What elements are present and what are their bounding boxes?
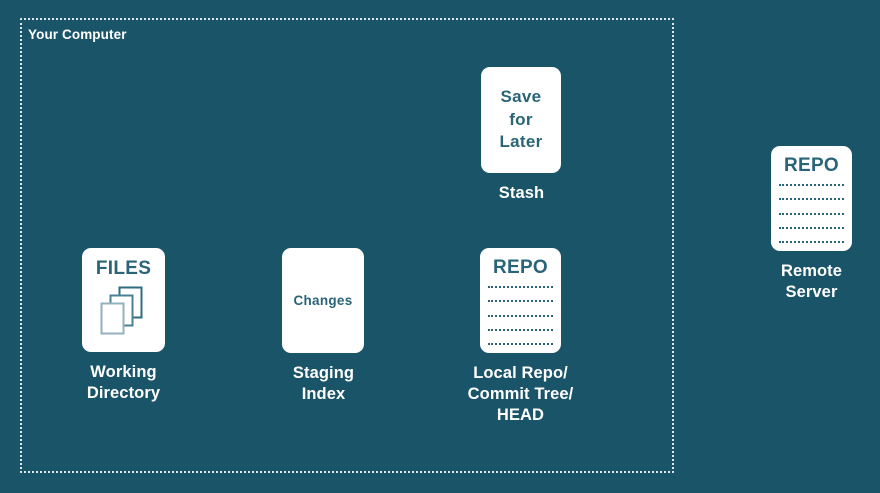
node-staging-index[interactable]: Changes Staging Index (282, 248, 364, 405)
working-directory-card-title: FILES (95, 258, 152, 279)
working-directory-card[interactable]: FILES (82, 248, 165, 352)
rule-line (779, 212, 844, 215)
staging-index-card-title: Changes (293, 293, 353, 308)
rule-line (488, 286, 553, 288)
your-computer-boundary (20, 18, 674, 473)
node-working-directory[interactable]: FILES Working Directory (82, 248, 165, 404)
rule-line (488, 328, 553, 331)
rule-line (779, 241, 844, 243)
your-computer-label: Your Computer (28, 27, 127, 42)
ruled-lines-icon (488, 286, 553, 345)
rule-line (779, 226, 844, 229)
working-directory-label: Working Directory (86, 363, 161, 403)
remote-server-card[interactable]: REPO (771, 146, 852, 251)
local-repo-card-title: REPO (492, 257, 549, 278)
remote-server-card-title: REPO (783, 155, 840, 176)
node-local-repo[interactable]: REPO Local Repo/ Commit Tree/ HEAD (468, 248, 573, 426)
remote-server-label: Remote Server (780, 262, 843, 302)
ruled-lines-icon (779, 184, 844, 243)
rule-line (488, 314, 553, 317)
staging-index-card[interactable]: Changes (282, 248, 364, 353)
node-remote-server[interactable]: REPO Remote Server (771, 146, 852, 303)
stash-card[interactable]: Save for Later (481, 67, 561, 173)
rule-line (779, 184, 844, 186)
rule-line (779, 198, 844, 201)
rule-line (488, 343, 553, 345)
local-repo-label: Local Repo/ Commit Tree/ HEAD (467, 364, 574, 425)
staging-index-label: Staging Index (292, 364, 355, 404)
stash-label: Stash (498, 184, 545, 202)
node-stash[interactable]: Save for Later Stash (481, 67, 561, 204)
local-repo-card[interactable]: REPO (480, 248, 561, 353)
rule-line (488, 300, 553, 303)
stash-card-title: Save for Later (499, 86, 543, 152)
stacked-files-icon (100, 286, 143, 335)
